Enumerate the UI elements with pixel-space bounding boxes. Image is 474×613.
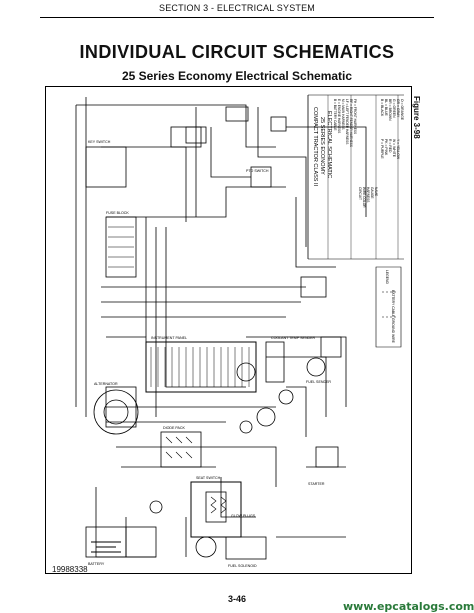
page-title: INDIVIDUAL CIRCUIT SCHEMATICS (79, 42, 395, 62)
doc-number: 19988338 (52, 565, 88, 574)
label-coolant-temp: COOLANT TEMP SENDER (271, 336, 316, 340)
svg-text:B = BLACK: B = BLACK (380, 99, 384, 117)
label-key-switch: KEY SWITCH (88, 140, 111, 144)
figure-label: Figure 3-98 (412, 96, 421, 139)
svg-text:Y = YELLOW: Y = YELLOW (396, 139, 400, 160)
svg-text:GROUND WIRE: GROUND WIRE (391, 318, 395, 344)
svg-text:O = ORANGE: O = ORANGE (400, 99, 404, 121)
legend-box: LEGEND BATTERY CABLE GROUND WIRE (385, 270, 395, 344)
svg-text:BR = BROWN: BR = BROWN (388, 99, 392, 121)
wiring-schematic: COMPACT TRACTOR CLASS II 25 SERIES ECONO… (75, 94, 404, 568)
svg-text:NAME: NAME (374, 187, 378, 196)
page-number: 3-46 (227, 594, 246, 604)
section-header: SECTION 3 - ELECTRICAL SYSTEM (159, 3, 315, 13)
label-fuel-sender: FUEL SENDER (306, 380, 331, 384)
page-subtitle: 25 Series Economy Electrical Schematic (121, 69, 353, 83)
svg-text:CIRCUIT: CIRCUIT (358, 187, 362, 200)
svg-text:HARNESS: HARNESS (366, 187, 370, 202)
svg-text:GR = GRAY: GR = GRAY (396, 99, 400, 118)
svg-text:P = PURPLE: P = PURPLE (380, 139, 384, 159)
label-battery: BATTERY (88, 562, 105, 566)
svg-text:R = RED: R = RED (388, 139, 392, 153)
title-block-line2: 25 SERIES ECONOMY (319, 117, 325, 175)
color-legend: B = BLACK BL = BLUE BR = BROWN G = GREEN… (380, 99, 404, 160)
label-seat-switch: SEAT SWITCH (196, 476, 221, 480)
svg-text:GAUGE: GAUGE (370, 187, 374, 199)
svg-text:G = GREEN: G = GREEN (392, 99, 396, 118)
svg-text:W = WHITE: W = WHITE (392, 139, 396, 158)
label-starter: STARTER (308, 482, 325, 486)
label-glow-plugs: GLOW PLUGS (231, 514, 256, 518)
title-block-line3: ELECTRICAL SCHEMATIC (326, 111, 332, 178)
svg-text:M = MAIN HARNESS: M = MAIN HARNESS (341, 99, 345, 130)
svg-text:WIRE COLOR: WIRE COLOR (362, 187, 366, 208)
svg-text:BL = BLUE: BL = BLUE (384, 99, 388, 116)
svg-text:LF = LEFT FENDER HARNESS: LF = LEFT FENDER HARNESS (345, 99, 349, 144)
label-diode-pack: DIODE PACK (163, 426, 186, 430)
svg-text:FH = FRONT HARNESS: FH = FRONT HARNESS (353, 99, 357, 134)
svg-text:LEGEND: LEGEND (385, 270, 389, 284)
label-fuel-solenoid: FUEL SOLENOID (228, 564, 257, 568)
label-instrument-panel: INSTRUMENT PANEL (151, 336, 187, 340)
label-fuse-block: FUSE BLOCK (106, 211, 129, 215)
harness-legend: B = BATTERY CABLE E = ENGINE HARNESS M =… (333, 99, 357, 147)
svg-text:B = BATTERY CABLE: B = BATTERY CABLE (333, 99, 337, 130)
title-block-line1: COMPACT TRACTOR CLASS II (312, 107, 318, 187)
watermark: www.epcatalogs.com (343, 600, 474, 613)
wire-legend: CIRCUIT WIRE COLOR HARNESS GAUGE NAME (358, 187, 378, 208)
svg-text:RF = RIGHT FENDER HARNESS: RF = RIGHT FENDER HARNESS (349, 99, 353, 147)
label-pto-switch: PTO SWITCH (246, 169, 269, 173)
label-alternator: ALTERNATOR (94, 382, 118, 386)
svg-text:BATTERY CABLE: BATTERY CABLE (391, 290, 395, 318)
schematic-frame: COMPACT TRACTOR CLASS II 25 SERIES ECONO… (45, 86, 412, 574)
svg-text:PK = PINK: PK = PINK (384, 139, 388, 156)
svg-text:E = ENGINE HARNESS: E = ENGINE HARNESS (337, 99, 341, 133)
header-rule (40, 17, 434, 18)
